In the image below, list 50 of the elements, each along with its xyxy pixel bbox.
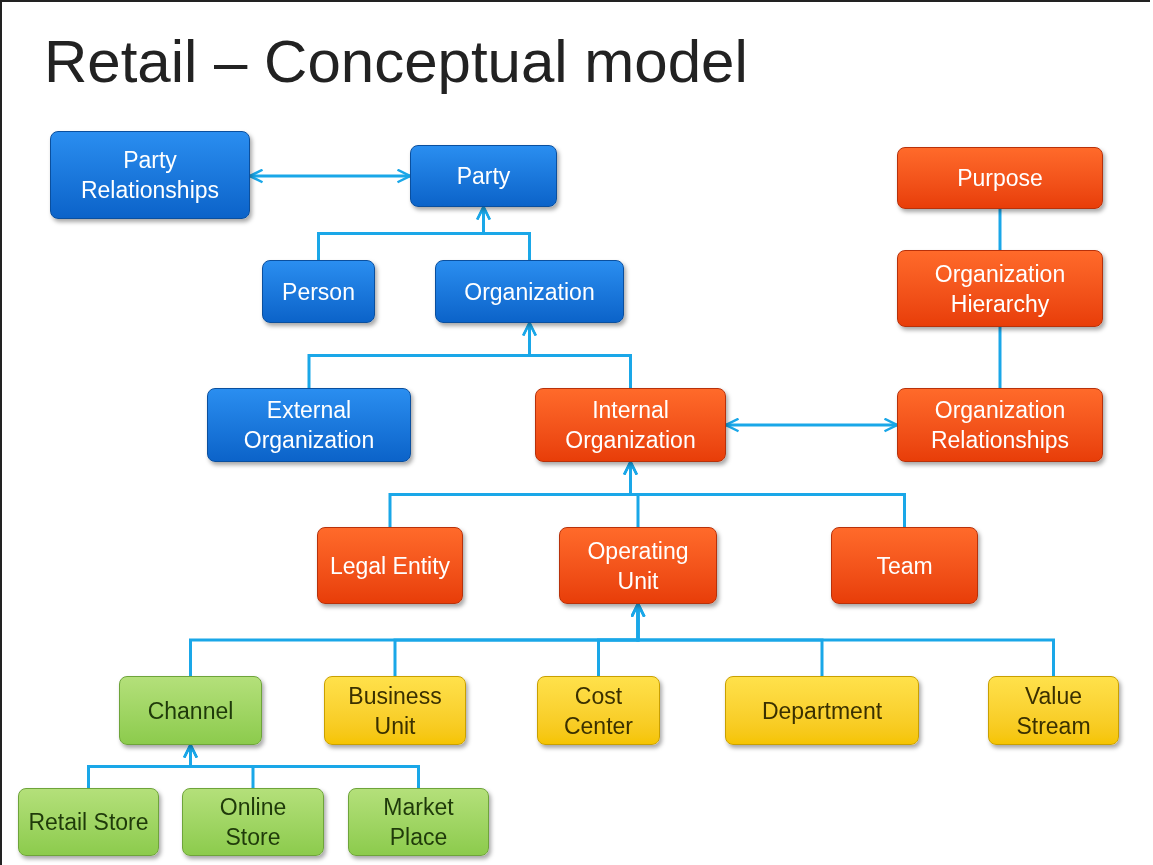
entity-label: Business Unit [347,681,443,741]
entity-label: Party [456,162,511,191]
entity-label: Market Place [382,793,455,852]
entity-label: Internal Organization [564,396,697,455]
entity-box [725,676,919,745]
entity-label: Organization Relationships [929,396,1071,455]
arrow [183,743,420,788]
entity-label: Channel [147,696,234,726]
entity-box [537,676,660,745]
entity-label: Person [282,277,355,307]
arrow [724,417,899,433]
entity-box [317,527,463,604]
arrow [630,602,1055,676]
entity-label: Cost Center [562,681,634,741]
connector-line [998,209,1002,250]
entity-box [897,388,1103,462]
entity-label: External Organization [242,396,376,455]
arrow [248,168,412,184]
entity-label: Online Store [218,793,288,852]
entity-box [182,788,324,856]
entity-label: Legal Entity [329,551,451,581]
entity-label: Value Stream [1015,681,1092,741]
entity-box [348,788,489,856]
entity-label: Retail Store [28,808,149,837]
entity-box [831,527,978,604]
entity-box [207,388,411,462]
entity-label: Operating Unit [586,536,690,596]
entity-box [535,388,726,462]
entity-box [988,676,1119,745]
entity-label: Organization Hierarchy [933,259,1067,319]
arrow [522,321,632,388]
connector-line [998,327,1002,388]
entity-label: Team [876,551,933,581]
entity-box [18,788,159,856]
entity-box [50,131,250,219]
arrow [476,205,531,260]
entity-box [262,260,375,323]
arrow [623,460,906,527]
title: Retail – Conceptual model [44,27,748,97]
entity-box [410,145,557,207]
entity-box [435,260,624,323]
entity-box [559,527,717,604]
entity-label: Purpose [957,164,1043,193]
entity-box [119,676,262,745]
entity-box [897,147,1103,209]
entity-label: Party Relationships [79,146,221,205]
entity-label: Organization [464,277,595,307]
entity-label: Department [761,696,883,726]
entity-box [897,250,1103,327]
entity-box [324,676,466,745]
